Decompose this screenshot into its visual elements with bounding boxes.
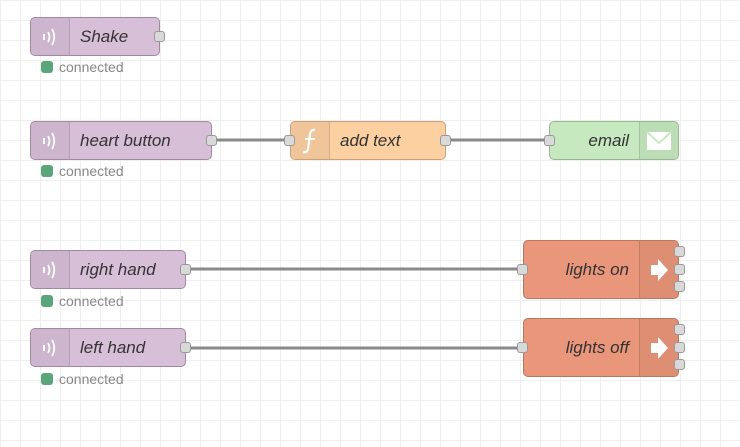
status-indicator: connected [41, 371, 124, 387]
status-dot [41, 295, 53, 307]
output-port[interactable] [440, 135, 451, 146]
wireless-signal-icon [31, 329, 70, 366]
node-label: Shake [80, 26, 129, 46]
node-email[interactable]: email [549, 121, 679, 160]
output-port-1[interactable] [674, 246, 685, 257]
arrow-right-icon [639, 241, 678, 298]
output-port[interactable] [180, 264, 191, 275]
wireless-signal-icon [31, 251, 70, 288]
node-label: heart button [80, 130, 171, 150]
output-port[interactable] [180, 342, 191, 353]
function-icon [291, 122, 330, 159]
arrow-right-icon [639, 319, 678, 376]
node-label: email [588, 130, 629, 150]
status-dot [41, 61, 53, 73]
wireless-signal-icon [31, 18, 70, 55]
output-port-2[interactable] [674, 342, 685, 353]
input-port[interactable] [517, 264, 528, 275]
status-dot [41, 373, 53, 385]
output-port-3[interactable] [674, 359, 685, 370]
node-right-hand[interactable]: right hand [30, 250, 186, 289]
node-shake[interactable]: Shake [30, 17, 160, 56]
output-port-2[interactable] [674, 264, 685, 275]
output-port[interactable] [206, 135, 217, 146]
node-label: add text [340, 130, 401, 150]
input-port[interactable] [544, 135, 555, 146]
status-text: connected [59, 293, 124, 309]
node-label: left hand [80, 337, 146, 357]
envelope-icon [639, 122, 678, 159]
output-port[interactable] [154, 31, 165, 42]
node-lights-off[interactable]: lights off [523, 318, 679, 377]
node-lights-on[interactable]: lights on [523, 240, 679, 299]
node-label: right hand [80, 259, 156, 279]
node-left-hand[interactable]: left hand [30, 328, 186, 367]
node-heart-button[interactable]: heart button [30, 121, 212, 160]
output-port-3[interactable] [674, 281, 685, 292]
status-text: connected [59, 59, 124, 75]
status-text: connected [59, 163, 124, 179]
output-port-1[interactable] [674, 324, 685, 335]
status-indicator: connected [41, 293, 124, 309]
node-label: lights off [565, 337, 629, 357]
node-add-text[interactable]: add text [290, 121, 446, 160]
status-indicator: connected [41, 163, 124, 179]
input-port[interactable] [284, 135, 295, 146]
status-indicator: connected [41, 59, 124, 75]
node-label: lights on [565, 259, 629, 279]
status-dot [41, 165, 53, 177]
wireless-signal-icon [31, 122, 70, 159]
status-text: connected [59, 371, 124, 387]
input-port[interactable] [517, 342, 528, 353]
